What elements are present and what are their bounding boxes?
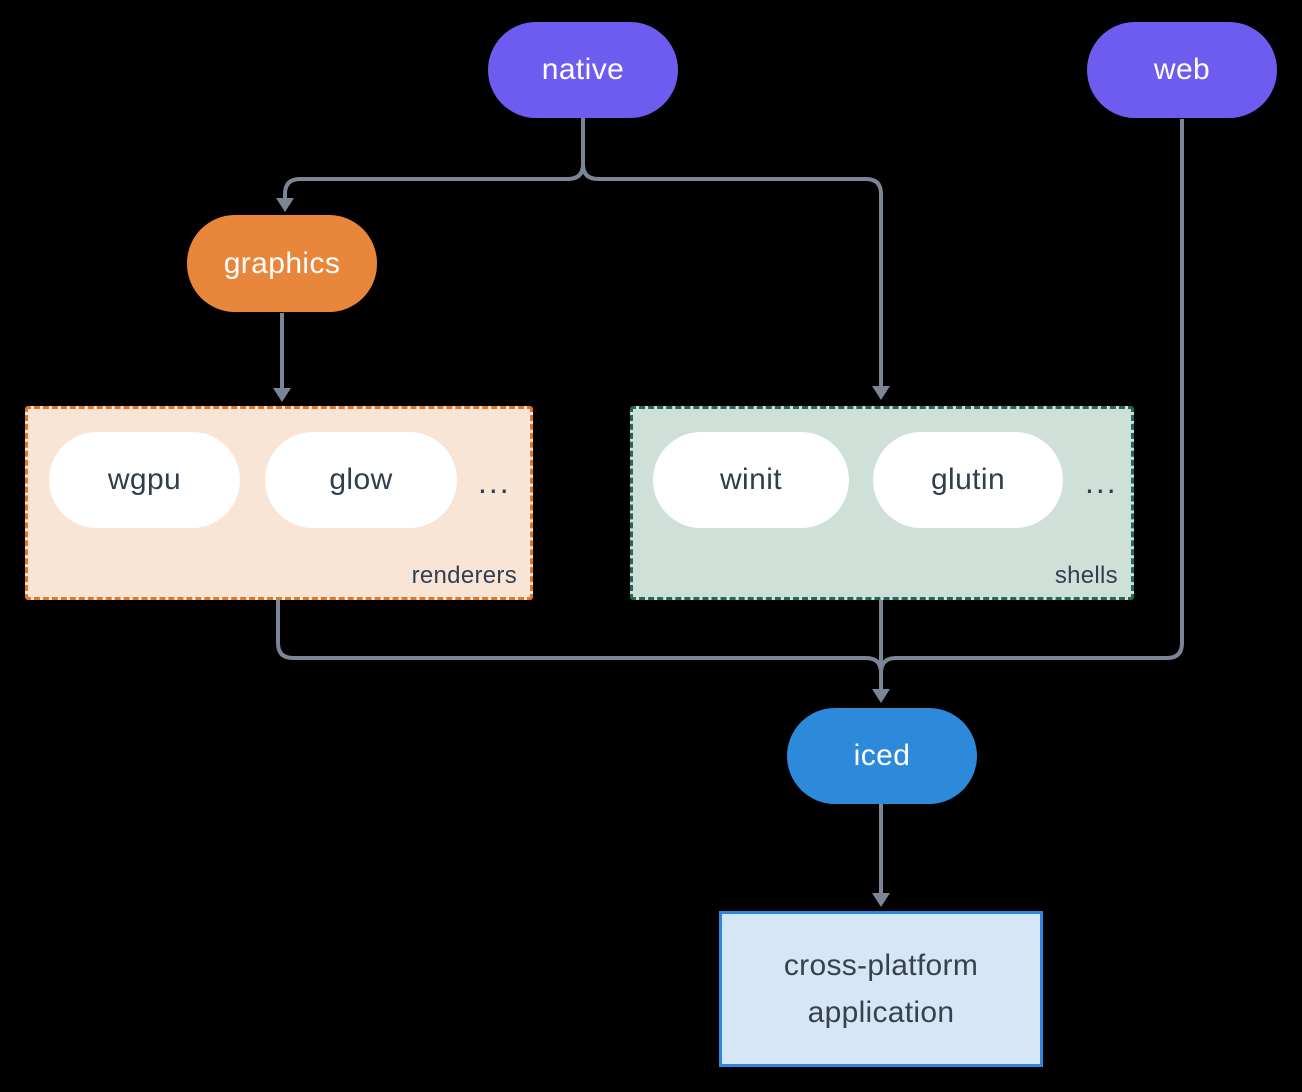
node-glutin-label: glutin [930,463,1006,496]
node-iced-label: iced [853,739,911,772]
node-wgpu-label: wgpu [107,463,182,496]
node-web: web [1087,22,1277,118]
renderers-ellipsis: ... [478,464,511,500]
node-web-label: web [1153,53,1211,86]
node-glutin: glutin [873,432,1063,528]
edge-renderers-to-iced [276,599,883,674]
group-renderers: wgpu glow ... renderers [25,406,533,600]
edge-native-to-shells [581,118,883,386]
app-label-line2: application [807,996,955,1029]
arrowhead-into-renderers [273,388,291,402]
node-graphics-label: graphics [223,246,341,280]
node-winit-label: winit [719,463,782,496]
group-shells: winit glutin ... shells [630,406,1134,600]
shells-ellipsis: ... [1085,464,1118,500]
node-cross-platform-application: cross-platform application [719,911,1043,1067]
node-iced: iced [787,708,977,804]
arrowhead-into-shells [872,386,890,400]
arrowhead-into-graphics [276,198,294,212]
node-native-label: native [541,53,625,86]
node-winit: winit [653,432,849,528]
edge-native-to-graphics [283,118,585,198]
node-native: native [488,22,678,118]
node-glow: glow [265,432,457,528]
arrowhead-into-iced [872,689,890,703]
node-glow-label: glow [329,463,393,496]
node-graphics: graphics [187,215,377,312]
shells-group-label: shells [1054,562,1118,589]
app-label-line1: cross-platform [783,949,979,982]
renderers-group-label: renderers [411,562,517,589]
node-wgpu: wgpu [49,432,240,528]
arrowhead-into-app [872,893,890,907]
